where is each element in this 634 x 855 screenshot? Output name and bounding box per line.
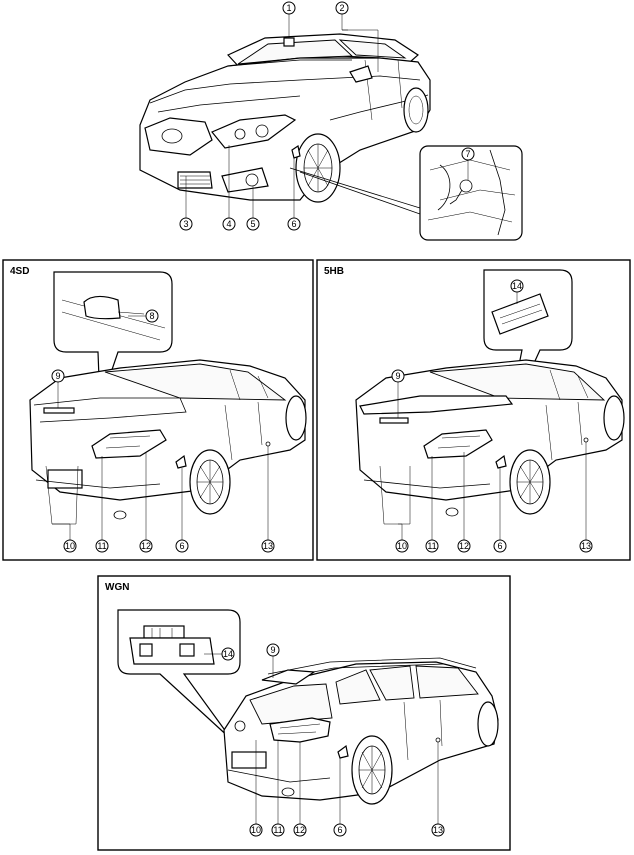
hb-callout-11: 11 [427, 541, 436, 551]
callout-2: 2 [339, 3, 344, 13]
panel-5hb-label: 5HB [324, 266, 344, 277]
callout-7: 7 [465, 149, 470, 159]
wgn-callout-13: 13 [433, 825, 443, 835]
wgn-callout-12: 12 [295, 825, 305, 835]
hb-callout-12: 12 [459, 541, 469, 551]
front-car-illustration [139, 33, 431, 203]
sd-callout-13: 13 [263, 541, 273, 551]
callout-1: 1 [286, 3, 291, 13]
callout-4: 4 [226, 219, 231, 229]
wgn-callout-10: 10 [251, 825, 261, 835]
panel-4sd-label: 4SD [10, 266, 29, 277]
wgn-callouts: 14 9 10 11 12 6 13 [204, 643, 445, 837]
hb-callouts: 14 9 10 11 12 6 13 [379, 279, 593, 553]
sd-callout-10: 10 [65, 541, 75, 551]
hb-callout-14: 14 [512, 281, 522, 291]
hb-callout-9: 9 [395, 371, 400, 381]
callout-5: 5 [250, 219, 255, 229]
panel-wgn-label: WGN [105, 582, 129, 593]
sd-callouts: 8 9 10 11 12 6 13 [45, 309, 275, 553]
wgn-callout-11: 11 [273, 825, 282, 835]
callout-3: 3 [183, 219, 188, 229]
panel-wgn: WGN [97, 575, 511, 851]
panel-4sd: 4SD [2, 259, 314, 561]
top-callouts: 1 2 3 4 5 6 7 [179, 1, 475, 231]
sd-callout-12: 12 [141, 541, 151, 551]
callout-6: 6 [291, 219, 296, 229]
hb-callout-10: 10 [397, 541, 407, 551]
wgn-callout-6: 6 [337, 825, 342, 835]
panel-5hb: 5HB [316, 259, 631, 561]
wgn-callout-9: 9 [270, 645, 275, 655]
front-inset-detail [289, 145, 523, 241]
hb-callout-6: 6 [497, 541, 502, 551]
sd-callout-11: 11 [97, 541, 106, 551]
sd-callout-8: 8 [149, 311, 154, 321]
wgn-callout-14: 14 [223, 649, 233, 659]
sd-callout-6: 6 [179, 541, 184, 551]
sd-callout-9: 9 [55, 371, 60, 381]
hb-callout-13: 13 [581, 541, 591, 551]
